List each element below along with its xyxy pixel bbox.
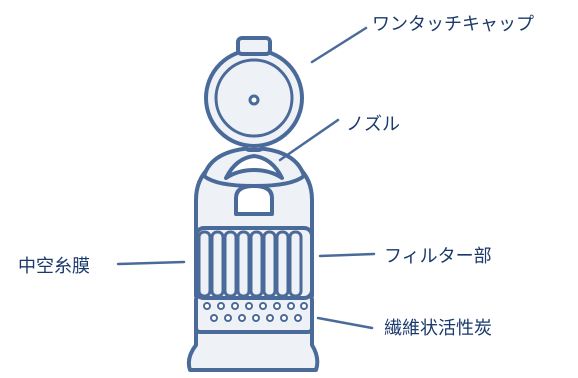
- cap-label: ワンタッチキャップ: [372, 14, 534, 35]
- carbon-label: 繊維状活性炭: [384, 318, 492, 339]
- cap-leader: [310, 26, 368, 64]
- nozzle-leader: [278, 118, 340, 162]
- nozzle: [224, 154, 284, 180]
- carbon-chamber: [194, 294, 314, 334]
- cap-tab: [236, 36, 272, 56]
- inner-stem: [234, 184, 274, 216]
- filter-label: フィルター部: [384, 246, 492, 267]
- nozzle-label: ノズル: [346, 114, 400, 135]
- filter-leader: [318, 252, 376, 258]
- carbon-leader: [316, 316, 374, 330]
- carbon-dots: [203, 302, 308, 322]
- hollow-fiber-leader: [116, 260, 186, 266]
- filter-pleats: [197, 230, 303, 298]
- hollow-fiber-label: 中空糸膜: [18, 256, 90, 277]
- cap-hole: [248, 94, 260, 106]
